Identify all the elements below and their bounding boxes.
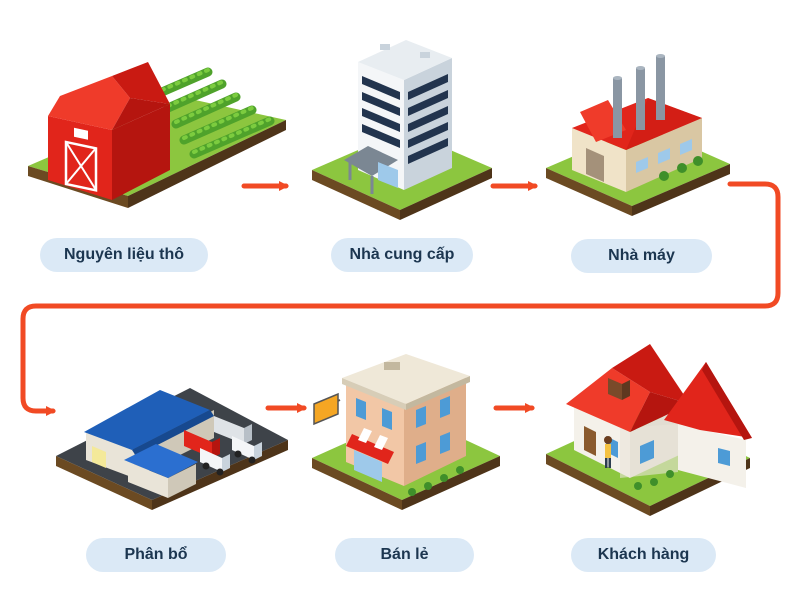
house-customer-icon [546,344,752,516]
pill-bg-1 [40,238,208,272]
barn-farm-icon [28,62,286,208]
stage-label-distribution: Phân bổ [124,546,188,563]
retail-shop-icon [312,354,500,510]
pill-bg-3 [571,239,712,273]
pill-bg-2 [331,238,473,272]
pill-bg-6 [571,538,716,572]
pill-bg-4 [86,538,226,572]
stage-label-retail: Bán lẻ [380,546,429,563]
stage-label-customer: Khách hàng [597,546,690,563]
stage-label-raw-materials: Nguyên liệu thô [64,246,184,263]
flow-arrows [20,181,781,416]
stage-label-factory: Nhà máy [608,247,675,264]
arrow-3-to-4-connector [20,181,781,416]
warehouse-trucks-icon [56,388,288,510]
factory-icon [546,54,730,216]
label-pills [40,238,716,572]
pill-bg-5 [335,538,474,572]
stage-label-supplier: Nhà cung cấp [349,246,455,263]
office-building-icon [312,40,492,220]
